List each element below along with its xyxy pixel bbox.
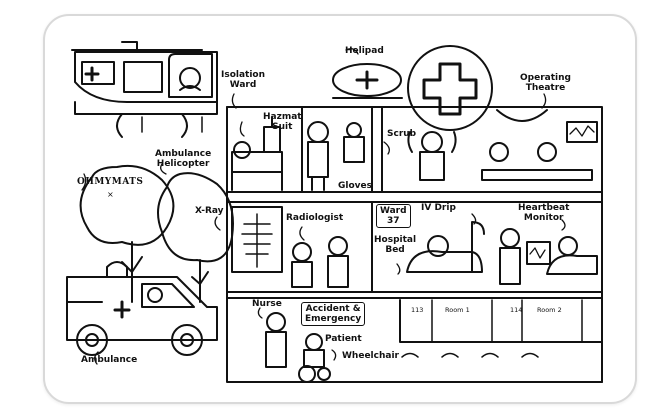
hospital-bed-label: Hospital Bed [374,235,417,255]
room-1-name: Room 1 [445,306,470,314]
helipad-illustration [332,63,403,99]
patient-label: Patient [325,334,362,344]
radiologist-label: Radiologist [286,213,344,223]
building-outline [226,106,603,383]
isolation-ward-scene [231,116,365,191]
operating-theatre-scene [407,109,598,181]
x-ray-label: X-Ray [195,206,224,216]
gloves-label: Gloves [338,181,372,191]
helipad-label: Helipad [345,46,384,56]
iv-drip-label: IV Drip [421,203,456,213]
wheelchair-label: Wheelchair [342,351,399,361]
isolation-ward-label: Isolation Ward [221,70,266,90]
hazmat-suit-label: Hazmat Suit [263,112,302,132]
hospital-cross-sign [407,45,493,131]
helicopter-illustration [71,41,218,138]
brand-cross: × [107,190,114,199]
room-2-number: 114 [510,306,523,314]
placemat: Helipad Isolation Ward Hazmat Suit Glove… [43,14,637,404]
ward-37-sign: Ward 37 [376,204,411,228]
brand-logo: OHMYMATS [77,177,144,187]
label-pointers [81,48,566,365]
x-ray-scene [231,206,349,288]
operating-theatre-label: Operating Theatre [520,73,571,93]
room-2-name: Room 2 [537,306,562,314]
ambulance-helicopter-label: Ambulance Helicopter [155,149,212,169]
ambulance-label: Ambulance [81,355,138,365]
hospital-illustration [66,41,603,383]
ward-scene [406,221,598,285]
scrub-label: Scrub [387,129,417,139]
heartbeat-monitor-label: Heartbeat Monitor [518,203,570,223]
ground-floor-scene [265,299,603,383]
ambulance-illustration [66,261,218,356]
accident-emergency-sign: Accident & Emergency [301,302,366,326]
room-1-number: 113 [411,306,424,314]
nurse-label: Nurse [252,299,282,309]
